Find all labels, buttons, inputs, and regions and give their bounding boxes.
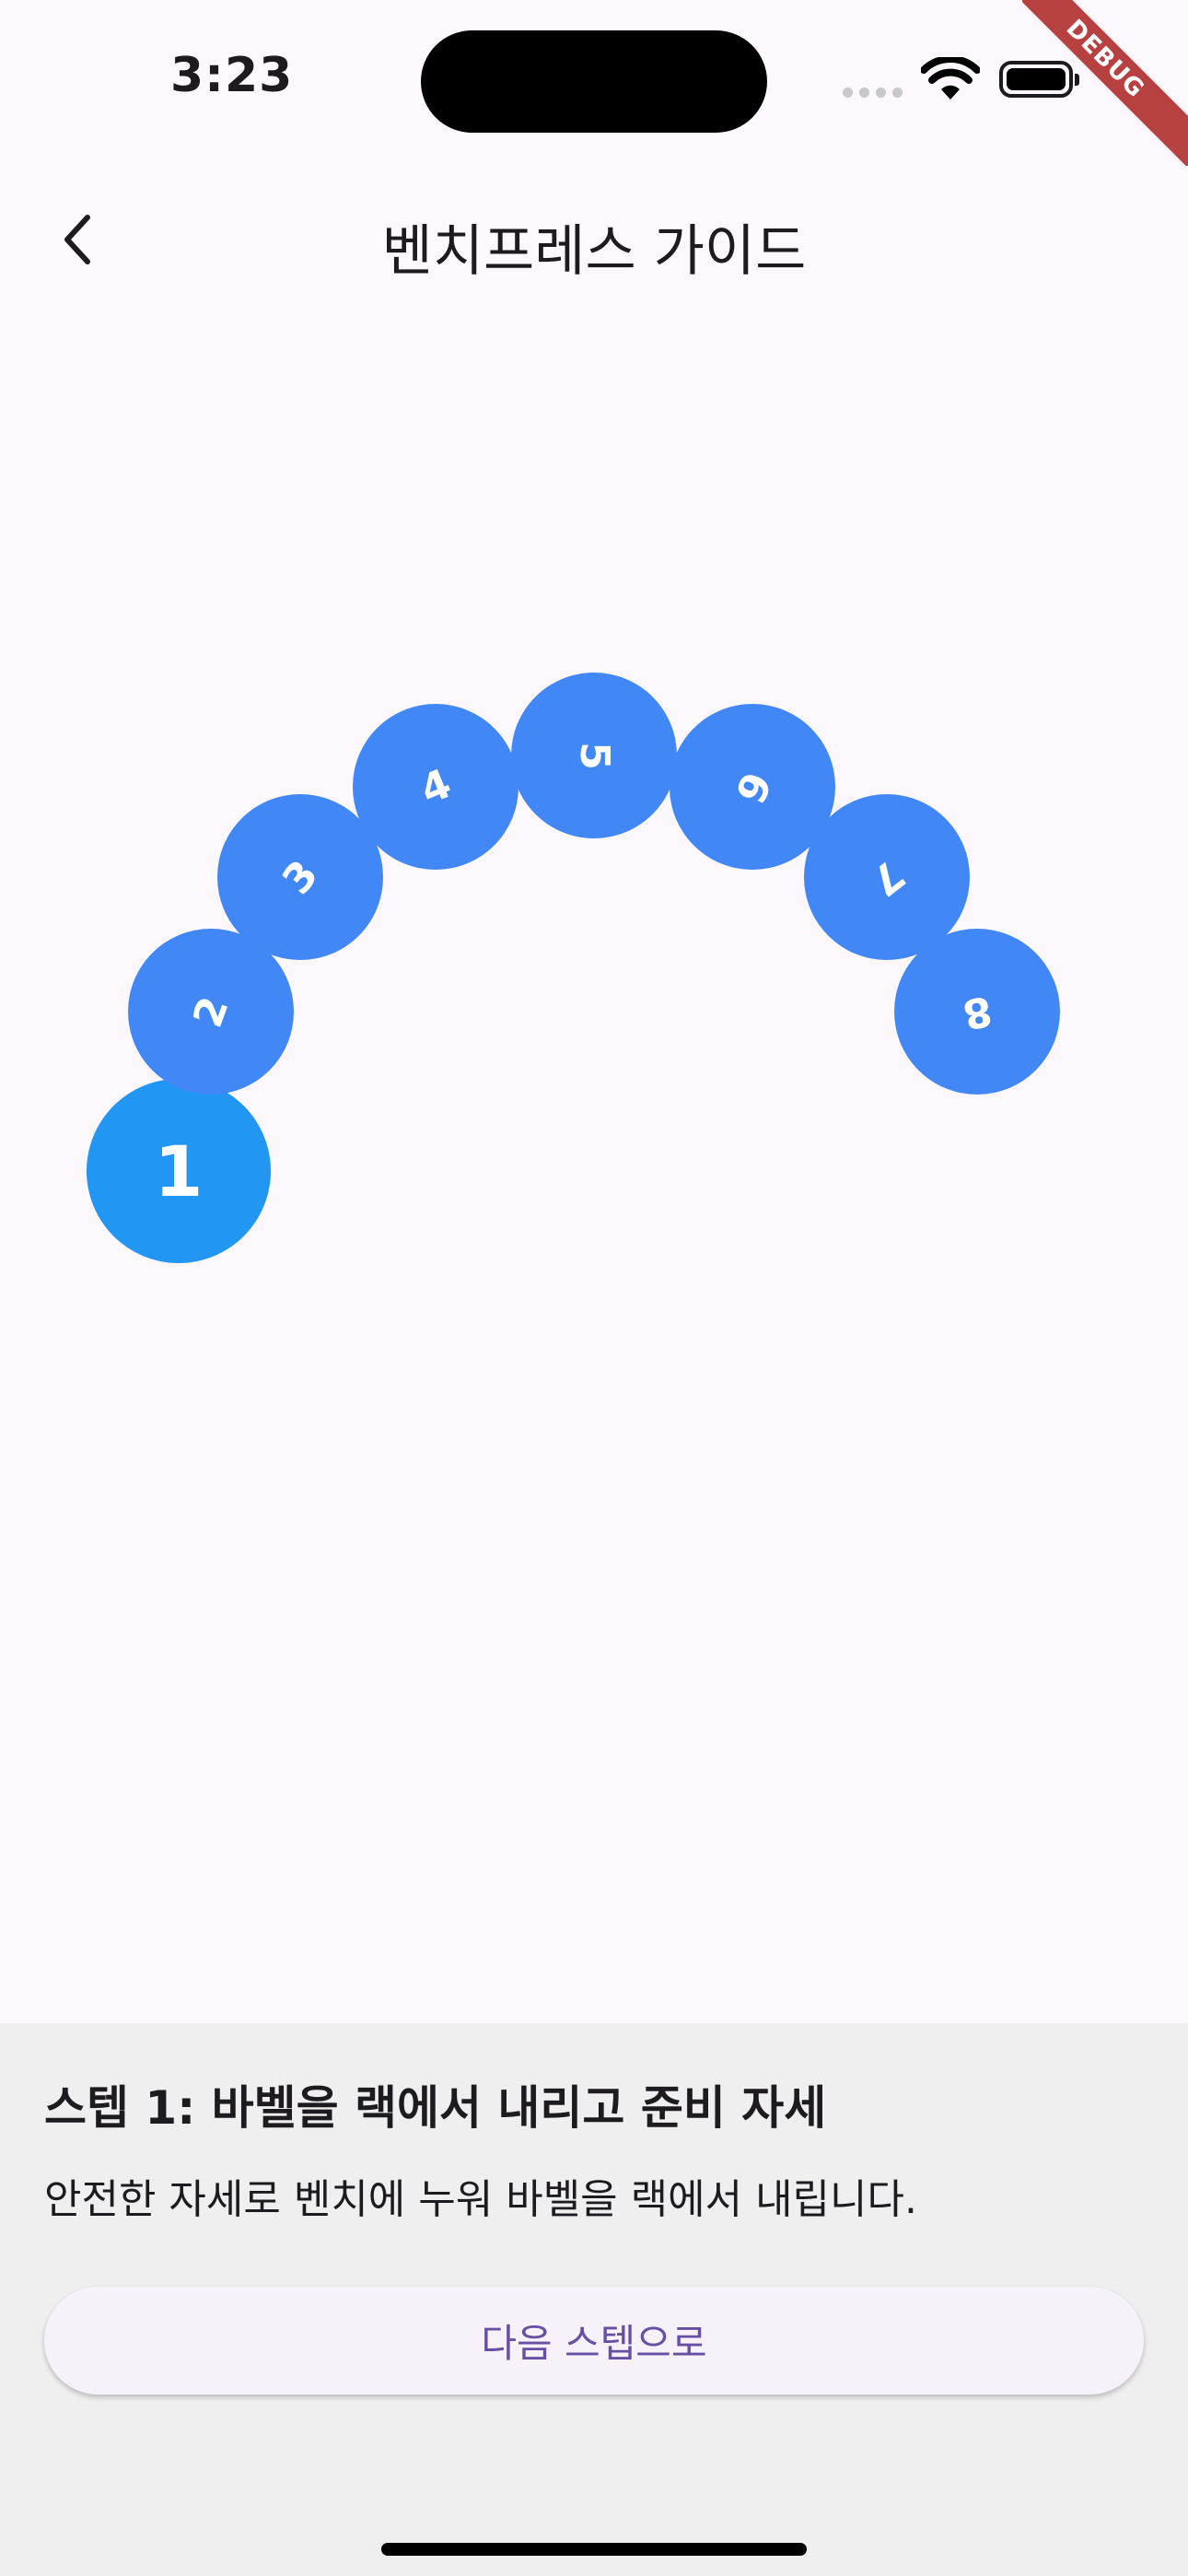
step-marker-5[interactable]: 5 [511,673,677,838]
cellular-signal-icon [843,88,903,98]
step-marker-7[interactable]: 7 [804,794,970,960]
battery-icon [999,61,1079,98]
next-step-button[interactable]: 다음 스텝으로 [44,2287,1144,2395]
next-step-button-label: 다음 스텝으로 [481,2321,707,2366]
step-marker-label: 3 [273,850,328,904]
wifi-icon [921,57,980,100]
back-button[interactable] [41,203,114,276]
step-marker-1[interactable]: 1 [87,1079,271,1263]
step-marker-2[interactable]: 2 [128,929,294,1095]
step-marker-label: 5 [570,741,618,770]
step-marker-label: 8 [958,985,996,1038]
app-bar: 벤치프레스 가이드 [0,175,1188,304]
step-title: 스텝 1: 바벨을 랙에서 내리고 준비 자세 [44,2081,827,2135]
step-description: 안전한 자세로 벤치에 누워 바벨을 랙에서 내립니다. [44,2176,917,2223]
step-arc: 1 2 3 4 5 6 7 8 [87,673,1060,1263]
chevron-left-icon [64,215,90,264]
step-marker-label: 4 [413,759,458,814]
step-marker-8[interactable]: 8 [894,929,1060,1095]
step-marker-3[interactable]: 3 [217,794,383,960]
step-marker-6[interactable]: 6 [670,704,835,870]
status-bar: 3:23 DEBUG [0,0,1188,166]
dynamic-island [421,30,767,133]
status-time: 3:23 [170,48,294,103]
step-marker-4[interactable]: 4 [353,704,518,870]
home-indicator[interactable] [381,2543,807,2556]
step-marker-label: 2 [183,989,239,1034]
page-title: 벤치프레스 가이드 [381,219,807,284]
step-info-panel: 스텝 1: 바벨을 랙에서 내리고 준비 자세 안전한 자세로 벤치에 누워 바… [0,2023,1188,2576]
step-marker-label: 6 [725,764,780,810]
step-marker-label: 1 [154,1130,204,1212]
step-marker-label: 7 [861,849,913,905]
